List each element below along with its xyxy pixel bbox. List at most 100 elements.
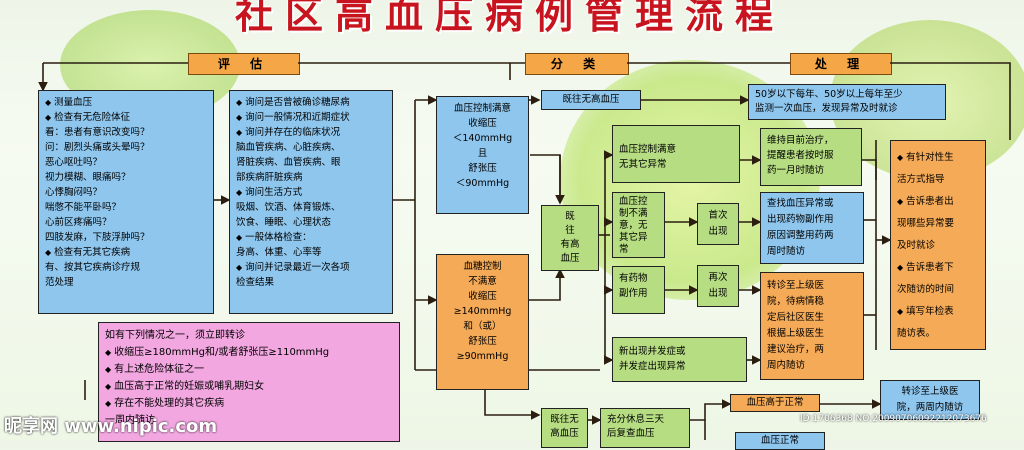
guidance-line: 告诉患者下 — [897, 257, 979, 279]
box-line: 询问是否曾被确诊糖尿病 — [236, 95, 386, 110]
box-line: 原因调整用药两 — [767, 230, 834, 241]
box-line: 高血压 — [550, 428, 579, 439]
box-line: 检查结果 — [236, 277, 275, 288]
box-line: 部疾病肝脏疾病 — [236, 172, 303, 183]
risk-sign-check-box: 测量血压检查有无危险体征看：患者有意识改变吗？ 问：剧烈头痛或头晕吗？ 恶心呕吐吗？… — [38, 90, 214, 314]
box-line: 检查有无其它疾病 — [45, 245, 207, 260]
flow-connectors — [38, 62, 1011, 440]
box-line: 出现 — [708, 288, 728, 299]
box-line: 血压控 — [619, 196, 648, 207]
box-line: 新出现并发症或 — [619, 346, 686, 357]
box-line: 测量血压 — [45, 95, 207, 110]
box-line: 且 — [477, 148, 488, 159]
header-classify: 分 类 — [525, 53, 629, 75]
guidance-line: 现哪些异常要 — [897, 218, 955, 229]
guidance-line: 及时就诊 — [897, 240, 936, 251]
history-inquiry-box: 询问是否曾被确诊糖尿病询问一般情况和近期症状询问并存在的临床状况脑血管疾病、心脏… — [229, 90, 393, 314]
box-line: ＜90mmHg — [455, 178, 510, 189]
guidance-line: 告诉患者出 — [897, 191, 979, 213]
box-line: 脑血管疾病、心脏疾病、 — [236, 142, 341, 153]
box-line: 问：剧烈头痛或头晕吗？ — [45, 142, 150, 153]
box-line: 吸烟、饮酒、体育锻炼、 — [236, 202, 341, 213]
box-line: 再次 — [708, 272, 728, 283]
box-line: ≥90mmHg — [456, 351, 509, 362]
box-line: 转诊至上级医 — [767, 280, 825, 291]
box-line: 视力模糊、眼痛吗？ — [45, 172, 131, 183]
box-line: 提醒患者按时服 — [767, 150, 834, 161]
box-line: 常 — [619, 244, 629, 255]
header-assess: 评 估 — [188, 53, 300, 75]
age-monitoring-box: 50岁以下每年、50岁以上每年至少监测一次血压，发现异常及时就诊 — [748, 84, 946, 120]
box-line: 既往无 — [550, 414, 579, 425]
box-line: 周内随访 — [767, 360, 806, 371]
box-line: 血压 — [560, 253, 580, 264]
box-line: 一般体格检查： — [236, 230, 386, 245]
referral-line: 收缩压≥180mmHg和/或者舒张压≥110mmHg — [105, 344, 393, 361]
adjust-medication-box: 查找血压异常或出现药物副作用原因调整用药两周时随访 — [760, 192, 864, 264]
box-line: 检查有无危险体征 — [45, 110, 207, 125]
box-line: 维持目前治疗， — [767, 135, 834, 146]
bp-high-box: 血压高于正常 — [730, 394, 820, 412]
uncontrolled-box: 血压控制不满意，无其它异常 — [612, 192, 665, 258]
refer-upper-hospital-box: 转诊至上级医院，待病情稳定后社区医生根据上级医生建议治疗，两周内随访 — [760, 272, 864, 380]
box-line: 首次 — [708, 210, 728, 221]
bp-normal-box: 血压正常 — [735, 432, 825, 450]
referral-line: 存在不能处理的其它疾病 — [105, 395, 393, 412]
box-line: 院，待病情稳 — [767, 296, 825, 307]
box-line: 心悸胸闷吗？ — [45, 187, 103, 198]
refer-two-week-box: 转诊至上级医院，两周内随访 — [880, 380, 980, 420]
box-line: 舒张压 — [468, 163, 497, 174]
box-line: 范处理 — [45, 277, 74, 288]
box-line: 建议治疗，两 — [767, 344, 825, 355]
box-line: 看：患者有意识改变吗？ — [45, 127, 150, 138]
page-title: 社区高血压病例管理流程 — [234, 0, 785, 37]
box-line: 询问并记录最近一次各项 — [236, 260, 386, 275]
box-line: 喘憋不能平卧吗？ — [45, 202, 122, 213]
box-line: 四肢发麻，下肢浮肿吗？ — [45, 232, 150, 243]
box-line: 转诊至上级医 — [901, 386, 959, 397]
box-line: 院，两周内随访 — [896, 402, 964, 413]
guidance-line: 随访表。 — [897, 328, 936, 339]
box-line: 制不满 — [619, 208, 648, 219]
box-line: 询问生活方式 — [236, 185, 386, 200]
guidance-line: 有针对性生 — [897, 147, 979, 169]
box-line: 有、按其它疾病诊疗规 — [45, 262, 141, 273]
referral-line: 血压高于正常的妊娠或哺乳期妇女 — [105, 378, 393, 395]
box-line: 出现 — [708, 226, 728, 237]
box-line: 药一月时随访 — [767, 165, 825, 176]
box-line: 询问并存在的临床状况 — [236, 125, 386, 140]
guidance-line: 次随访的时间 — [897, 284, 955, 295]
box-line: 心前区疼痛吗？ — [45, 217, 112, 228]
second-occurrence-box: 再次出现 — [697, 265, 739, 307]
box-line: 恶心呕吐吗？ — [45, 157, 103, 168]
box-line: 出现药物副作用 — [767, 214, 834, 225]
box-line: 无其它异常 — [619, 159, 667, 170]
box-line: 意，无 — [619, 220, 648, 231]
box-line: 50岁以下每年、50岁以上每年至少 — [755, 89, 903, 100]
no-history-box: 既往无高血压 — [541, 90, 641, 110]
box-line: ＜140mmHg — [452, 133, 513, 144]
first-occurrence-box: 首次出现 — [697, 203, 739, 245]
watermark-left: 昵享网 www.nipic.com — [4, 416, 218, 437]
box-line: 往 — [565, 225, 575, 236]
box-line: 和（或） — [463, 321, 502, 332]
no-history-box-2: 既往无高血压 — [541, 408, 588, 448]
box-line: 周时随访 — [767, 246, 806, 257]
referral-line: 一周内随访 — [105, 415, 155, 426]
referral-line: 如有下列情况之一，须立即转诊 — [105, 330, 245, 341]
box-line: 收缩压 — [468, 291, 497, 302]
box-line: 既 — [565, 211, 575, 222]
box-line: 询问一般情况和近期症状 — [236, 110, 386, 125]
guidance-line: 填写年检表 — [897, 301, 979, 323]
box-line: 其它异 — [619, 232, 648, 243]
controlled-ok-box: 血压控制满意无其它异常 — [612, 125, 740, 183]
box-line: 有高 — [560, 239, 580, 250]
box-line: 身高、体重、心率等 — [236, 247, 322, 258]
box-line: 副作用 — [619, 288, 648, 299]
header-treat: 处 理 — [790, 53, 892, 75]
patient-guidance-box: 有针对性生活方式指导告诉患者出现哪些异常要及时就诊告诉患者下次随访的时间填写年检… — [890, 140, 986, 350]
box-line: 根据上级医生 — [767, 328, 825, 339]
box-line: 收缩压 — [468, 118, 497, 129]
box-line: 监测一次血压，发现异常及时就诊 — [755, 103, 898, 114]
